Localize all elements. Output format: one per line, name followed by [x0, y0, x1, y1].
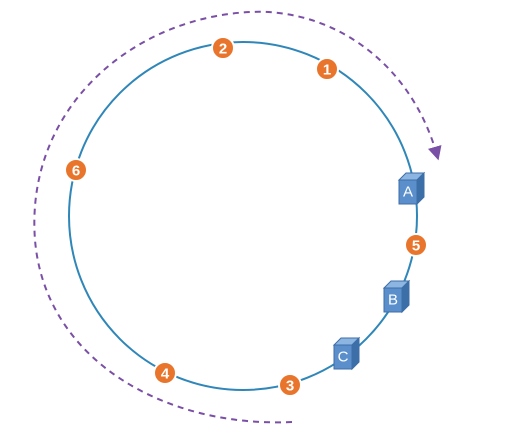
node-6: 6 — [64, 158, 88, 182]
clockwise-direction-arrow — [33, 10, 442, 424]
node-3-label: 3 — [286, 378, 294, 395]
node-1: 1 — [315, 57, 339, 81]
node-4-label: 4 — [161, 366, 170, 383]
server-box-icon — [398, 179, 418, 205]
server-b-label: B — [388, 292, 398, 309]
node-1-label: 1 — [323, 62, 331, 79]
node-4: 4 — [153, 361, 177, 385]
watermark-text: 知乎 @唯识相链 — [394, 403, 496, 420]
node-2: 2 — [211, 36, 235, 60]
server-b: B — [382, 279, 411, 314]
node-2-label: 2 — [219, 41, 227, 58]
node-5-label: 5 — [412, 238, 420, 255]
node-3: 3 — [278, 373, 302, 397]
server-a-label: A — [403, 184, 413, 201]
server-c: C — [332, 336, 361, 371]
server-box-icon — [383, 287, 403, 313]
server-box-icon — [333, 344, 353, 370]
server-a: A — [397, 171, 426, 206]
server-c-label: C — [338, 349, 349, 366]
hash-ring — [68, 41, 418, 391]
node-5: 5 — [404, 233, 428, 257]
node-6-label: 6 — [72, 163, 80, 180]
